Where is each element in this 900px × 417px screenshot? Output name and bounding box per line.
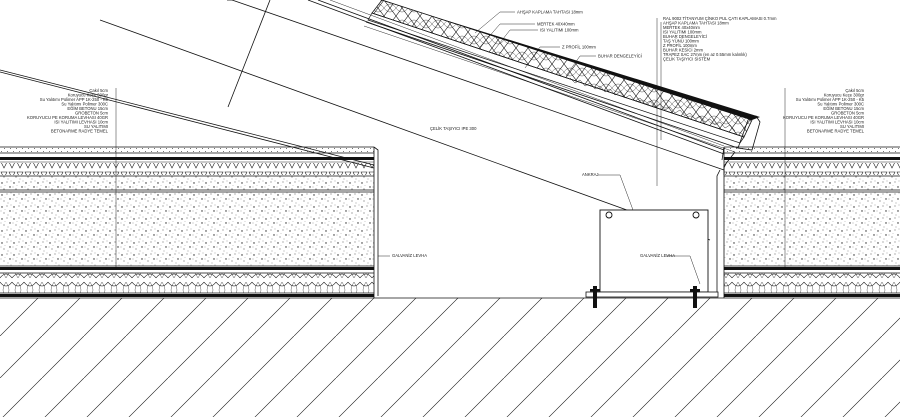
right-floor-layers <box>723 146 900 298</box>
galvanized-label-right: GALVANİZ LEVHA <box>640 253 675 258</box>
roof-right-1: AHŞAP KAPLAMA TAHTASI 18mm <box>663 21 729 26</box>
left-stack-labels: Çakıl 5cm Koruyucu Keçe 300gr Su Yalıtım… <box>27 88 109 134</box>
left-label-9: BETONARME RADYE TEMEL <box>51 129 109 134</box>
roof-right-2: MERTEK 40x40mm <box>663 25 700 30</box>
roof-right-7: BUHAR KESİCİ 2mm <box>663 48 704 53</box>
roof-callout-vapor: BUHAR DENGELEYİCİ <box>598 54 642 59</box>
left-label-4: EĞİM BETONU 15cm <box>67 106 108 111</box>
roof-right-0: RAL 9002 TİTANYUM ÇİNKO PUL ÇATI KAPLAMA… <box>663 16 777 21</box>
roof-callouts-right: RAL 9002 TİTANYUM ÇİNKO PUL ÇATI KAPLAMA… <box>663 16 777 62</box>
right-label-2: Su Yalıtımı Polimer APP 1K-250 - K5 <box>796 97 865 102</box>
anchor-plate <box>585 209 719 308</box>
right-label-4: EĞİM BETONU 15cm <box>823 106 864 111</box>
right-label-1: Koruyucu Keçe 300gr <box>824 93 865 98</box>
right-label-9: BETONARME RADYE TEMEL <box>807 129 865 134</box>
foundation-slab <box>0 297 900 417</box>
left-floor-layers <box>0 146 375 298</box>
roof-callout-0: AHŞAP KAPLAMA TAHTASI 18mm <box>517 10 583 15</box>
roof-right-4: BUHAR DENGELEYİCİ <box>663 34 707 39</box>
right-label-7: ISI YALITIMI LEVHASI 10cm <box>810 120 864 125</box>
roof-right-9: ÇELİK TAŞIYICI SİSTEM <box>663 57 711 62</box>
roof-callouts-left: AHŞAP KAPLAMA TAHTASI 18mm MERTEK 40X40m… <box>517 10 642 59</box>
roof-right-6: Z PROFİL 100mm <box>663 43 697 48</box>
roof-right-5: TAŞ YÜNÜ 100mm <box>663 39 699 44</box>
right-label-5: GROBETON 5cm <box>831 111 864 116</box>
right-label-6: KORUYUCU PE KORUMA LEVHASI 40GR <box>783 115 864 120</box>
roof-callout-z-profile: Z PROFİL 100mm <box>562 45 596 50</box>
roof-right-3: ISI YALITIMI 100mm <box>663 30 702 35</box>
right-label-0: Çakıl 5cm <box>845 88 864 93</box>
left-label-1: Koruyucu Keçe 300gr <box>68 93 109 98</box>
left-label-5: GROBETON 5cm <box>75 111 108 116</box>
left-label-0: Çakıl 5cm <box>89 88 108 93</box>
roof-callout-1: MERTEK 40X40mm <box>537 22 575 27</box>
left-label-3: Su Yalıtımı Polimer 300C <box>61 102 108 107</box>
right-label-8: SU YALITIMI <box>840 124 864 129</box>
roof-callout-2: ISI YALITIMI 100mm <box>540 28 579 33</box>
left-label-7: ISI YALITIMI LEVHASI 10cm <box>54 120 108 125</box>
steel-beam-label: ÇELİK TAŞIYICI IPE 300 <box>430 126 477 131</box>
anchor-bolt-right <box>690 286 700 308</box>
left-label-6: KORUYUCU PE KORUMA LEVHASI 40GR <box>27 115 108 120</box>
right-label-3: Su Yalıtımı Polimer 300C <box>817 102 864 107</box>
anchor-bolt-left <box>590 286 600 308</box>
anchor-label: ANKRAJ <box>582 172 599 177</box>
left-label-2: Su Yalıtımı Polimer APP 1K-250 - K5 <box>40 97 109 102</box>
right-stack-labels: Çakıl 5cm Koruyucu Keçe 300gr Su Yalıtım… <box>783 88 865 134</box>
leader-lines <box>115 11 786 285</box>
roof-right-8: TRAPEZ SAC 27mm (en az 0.55mm kalınlık) <box>663 52 747 57</box>
left-label-8: SU YALITIMI <box>84 124 108 129</box>
galvanized-label-left: GALVANİZ LEVHA <box>392 253 427 258</box>
